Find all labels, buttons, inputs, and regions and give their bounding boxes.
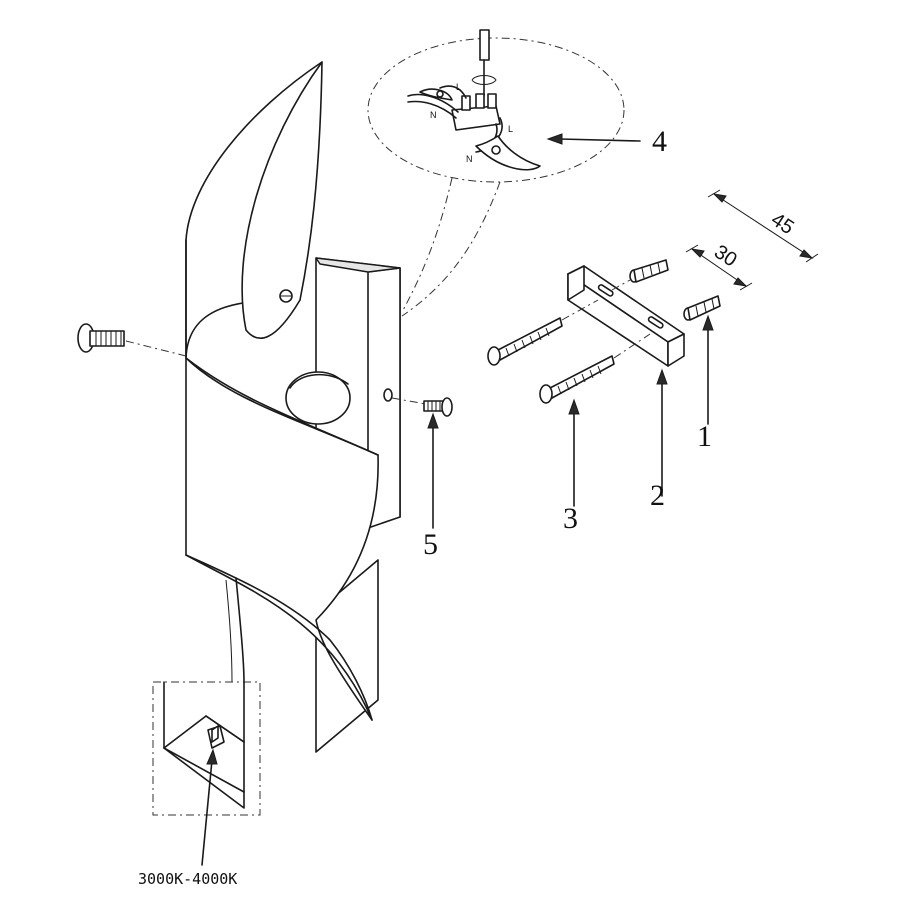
detail-callout-circle	[367, 37, 625, 183]
wood-screws: 3	[487, 299, 651, 535]
label-part-5: 5	[423, 528, 438, 561]
light-source-rim	[289, 373, 349, 389]
wood-screw-upper	[487, 299, 599, 366]
dimension-30-label: 30	[710, 241, 741, 272]
shade-fold-line	[185, 357, 379, 456]
wall-plug-lower	[683, 295, 721, 321]
light-source-disk	[285, 371, 351, 425]
wire-label-live-bottom: L	[508, 124, 513, 134]
terminal-block	[451, 105, 501, 131]
wire-label-neutral-bottom: N	[466, 154, 473, 164]
wire-label-neutral-top: N	[430, 110, 437, 120]
screwdriver-icon	[479, 29, 490, 61]
shade-upper-edge	[241, 61, 323, 339]
label-part-2: 2	[650, 479, 665, 512]
dimension-30: 30	[685, 241, 753, 291]
shade-lower-edge	[185, 554, 373, 721]
label-part-3: 3	[563, 502, 578, 535]
side-screw-left	[77, 323, 187, 357]
wiring-detail: L N L N 4	[367, 29, 667, 317]
cct-switch-detail: 3000K-4000K	[138, 681, 261, 888]
cable	[235, 577, 245, 683]
wall-plug-upper	[611, 259, 669, 291]
cct-caption: 3000K-4000K	[138, 870, 237, 888]
screw-5: 5	[391, 397, 453, 561]
dimension-45-label: 45	[767, 209, 798, 240]
lamp-body	[185, 61, 401, 753]
mounting-hole	[383, 388, 393, 402]
wood-screw-lower	[539, 333, 651, 404]
wire-label-live-top: L	[456, 82, 461, 92]
label-part-1: 1	[697, 420, 712, 453]
label-part-4: 4	[652, 125, 667, 158]
mounting-bracket: 2	[567, 265, 685, 512]
wall-box-top	[315, 257, 401, 273]
wall-plugs: 1	[611, 259, 721, 453]
